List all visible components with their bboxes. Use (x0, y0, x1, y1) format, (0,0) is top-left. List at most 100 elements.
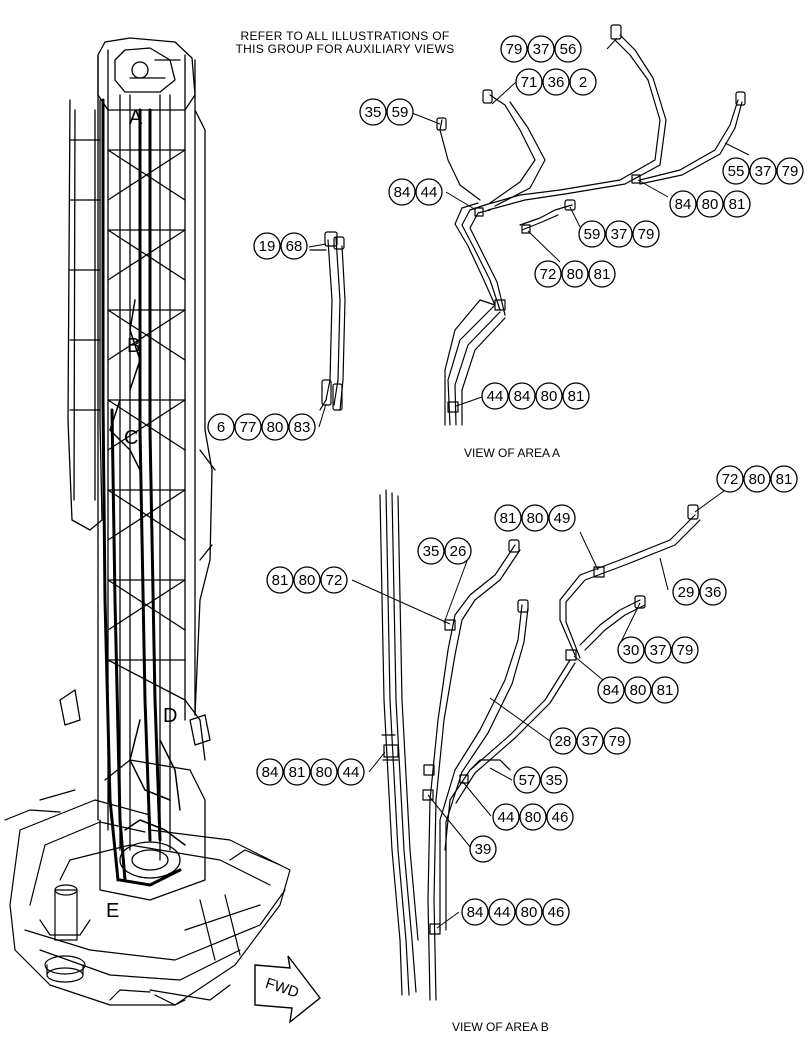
callout-number: 56 (560, 41, 577, 58)
callout-bubble (461, 898, 489, 926)
callout-number: 36 (548, 74, 565, 91)
area-label-d: D (163, 705, 177, 727)
callout-bubble (716, 465, 744, 493)
mast-hoses (101, 98, 182, 887)
callout-bubble (671, 636, 699, 664)
mast-frame (59, 37, 216, 901)
callout-number: 30 (623, 642, 640, 659)
callout-bubble (494, 504, 522, 532)
callout-bubble (578, 220, 606, 248)
callout-number: 72 (326, 572, 343, 589)
callout-bubble (722, 157, 750, 185)
area-labels: A B C D E (106, 107, 177, 922)
callout-bubble (549, 727, 577, 755)
callout-bubble (207, 413, 235, 441)
callout-number: 79 (609, 733, 626, 750)
header-note-line-1: REFER TO ALL ILLUSTRATIONS OF (240, 29, 450, 43)
callout-number: 80 (527, 510, 544, 527)
callout-bubble (770, 465, 798, 493)
callout-bubble (699, 578, 727, 606)
callout-number: 49 (554, 510, 571, 527)
callout-c15: 81 80 72 (266, 566, 348, 594)
callout-number: 81 (272, 572, 289, 589)
callout-bubble (508, 382, 536, 410)
callout-bubble (492, 803, 520, 831)
callout-number: 81 (776, 471, 793, 488)
callout-bubble (488, 898, 516, 926)
callout-bubble (576, 727, 604, 755)
callout-number: 44 (343, 764, 360, 781)
callout-number: 80 (521, 904, 538, 921)
callout-number: 44 (498, 809, 515, 826)
callout-bubble (562, 382, 590, 410)
callout-bubble (337, 758, 365, 786)
forward-arrow: FWD (254, 955, 321, 1024)
callout-bubble (521, 504, 549, 532)
header-note-line-2: THIS GROUP FOR AUXILIARY VIEWS (235, 42, 455, 56)
callout-bubble (481, 382, 509, 410)
callout-bubble (776, 157, 804, 185)
callout-bubble (234, 413, 262, 441)
callout-bubble (548, 504, 576, 532)
callout-bubble (546, 803, 574, 831)
callout-number: 80 (299, 572, 316, 589)
callout-bubble (669, 190, 697, 218)
callout-number: 80 (749, 471, 766, 488)
callout-number: 46 (552, 809, 569, 826)
callout-number: 57 (519, 772, 536, 789)
callout-number: 79 (638, 226, 655, 243)
callout-number: 81 (568, 388, 585, 405)
callout-bubble (261, 413, 289, 441)
mast-assembly-drawing (4, 37, 291, 1006)
leader-lines (308, 37, 750, 929)
view-area-a-drawing (436, 24, 746, 426)
callout-bubble (283, 758, 311, 786)
callout-bubble (569, 68, 597, 96)
callout-number: 39 (475, 841, 492, 858)
callout-number: 19 (259, 238, 276, 255)
callout-bubble (632, 220, 660, 248)
callout-bubble (672, 578, 700, 606)
callout-bubble (519, 803, 547, 831)
callout-number: 81 (657, 682, 674, 699)
callout-number: 80 (316, 764, 333, 781)
callout-bubble (280, 232, 308, 260)
callout-number: 84 (467, 904, 484, 921)
caption-view-area-b: VIEW OF AREA B (452, 1020, 549, 1034)
callout-bubble (527, 35, 555, 63)
callout-bubble (588, 260, 616, 288)
callout-number: 37 (650, 642, 667, 659)
callout-bubble (561, 260, 589, 288)
callout-number: 84 (394, 184, 411, 201)
view-area-b-drawing (379, 489, 701, 1001)
callout-bubble (253, 232, 281, 260)
callout-bubble (417, 537, 445, 565)
callout-bubble (603, 727, 631, 755)
callout-bubble (554, 35, 582, 63)
area-label-a: A (129, 107, 143, 129)
callout-number: 80 (267, 419, 284, 436)
callout-number: 29 (678, 584, 695, 601)
callout-number: 72 (540, 266, 557, 283)
callout-number: 80 (567, 266, 584, 283)
callout-number: 84 (262, 764, 279, 781)
callout-number: 59 (584, 226, 601, 243)
callout-number: 80 (541, 388, 558, 405)
callout-bubble (723, 190, 751, 218)
